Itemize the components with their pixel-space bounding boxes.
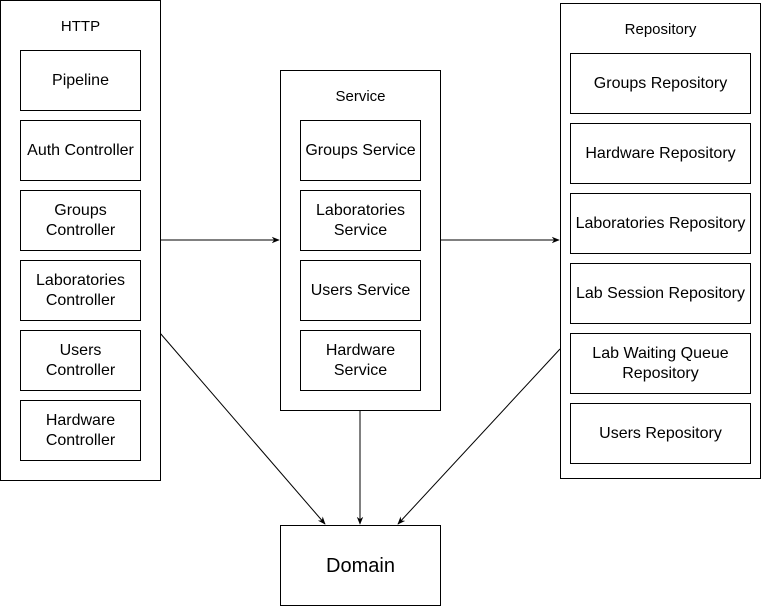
lab-session-repository-node[interactable]: Lab Session Repository — [570, 263, 751, 324]
laboratories-controller-node[interactable]: Laboratories Controller — [20, 260, 141, 321]
hardware-service-node[interactable]: Hardware Service — [300, 330, 421, 391]
users-service-node[interactable]: Users Service — [300, 260, 421, 321]
pipeline-node[interactable]: Pipeline — [20, 50, 141, 111]
users-controller-node[interactable]: Users Controller — [20, 330, 141, 391]
laboratories-repository-node[interactable]: Laboratories Repository — [570, 193, 751, 254]
http-group-title: HTTP — [60, 18, 101, 35]
lab-waiting-queue-repository-node[interactable]: Lab Waiting Queue Repository — [570, 333, 751, 394]
users-repository-node[interactable]: Users Repository — [570, 403, 751, 464]
hardware-controller-node[interactable]: Hardware Controller — [20, 400, 141, 461]
groups-controller-node[interactable]: Groups Controller — [20, 190, 141, 251]
groups-service-node[interactable]: Groups Service — [300, 120, 421, 181]
service-group-title: Service — [335, 88, 386, 105]
groups-repository-node[interactable]: Groups Repository — [570, 53, 751, 114]
auth-controller-node[interactable]: Auth Controller — [20, 120, 141, 181]
laboratories-service-node[interactable]: Laboratories Service — [300, 190, 421, 251]
repository-group-title: Repository — [624, 21, 697, 38]
repository-group: Repository Groups Repository Hardware Re… — [560, 3, 761, 479]
domain-node[interactable]: Domain — [280, 525, 441, 606]
hardware-repository-node[interactable]: Hardware Repository — [570, 123, 751, 184]
http-group: HTTP Pipeline Auth Controller Groups Con… — [0, 0, 161, 481]
service-group: Service Groups Service Laboratories Serv… — [280, 70, 441, 411]
